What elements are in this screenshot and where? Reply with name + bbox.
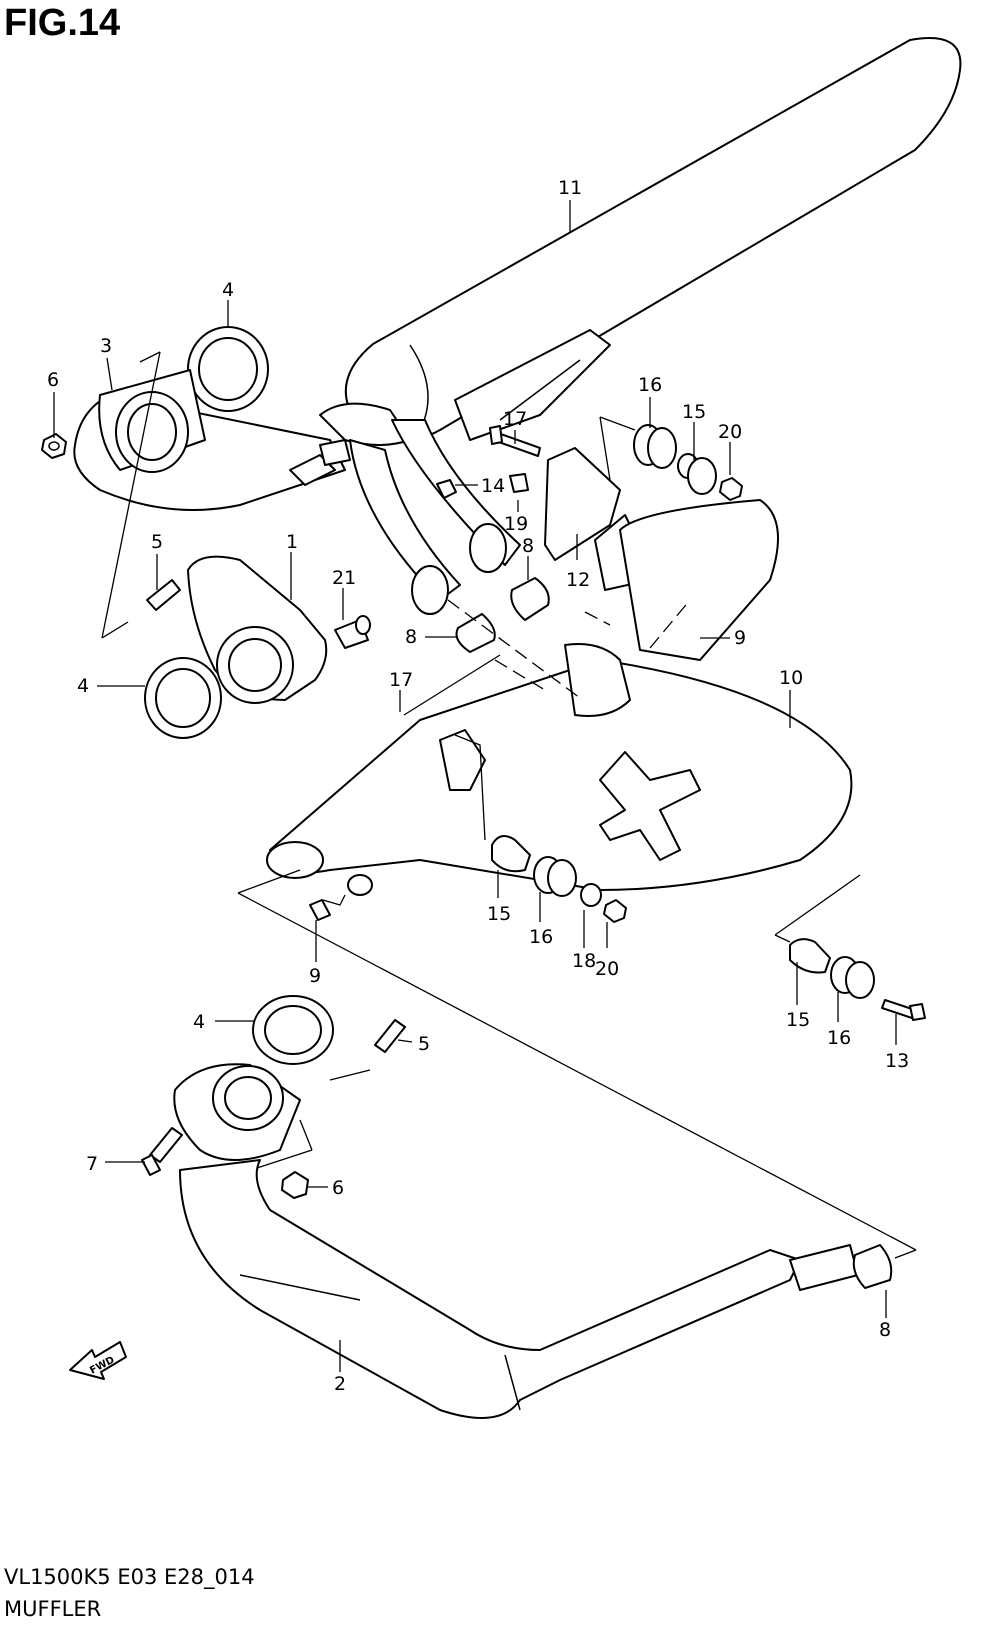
part-4-gasket-middle (144, 657, 222, 739)
part-10-lower-muffler (266, 499, 853, 896)
callout-15: 15 (487, 903, 511, 925)
reference-lines (101, 351, 917, 1259)
mount-rubbers-middle (309, 835, 627, 923)
mount-rubbers-lower (789, 938, 926, 1021)
callout-17: 17 (503, 408, 527, 430)
part-8-couplers (455, 577, 550, 653)
connecting-pipes (349, 419, 521, 615)
callout-8: 8 (522, 535, 534, 557)
callout-8: 8 (879, 1319, 891, 1341)
part-5-stud-lower (374, 1019, 406, 1053)
callout-1: 1 (286, 531, 298, 553)
callout-3: 3 (100, 335, 112, 357)
part-8-coupler-lower (852, 1244, 893, 1289)
callout-6: 6 (332, 1177, 344, 1199)
callout-15: 15 (786, 1009, 810, 1031)
callout-4: 4 (77, 675, 89, 697)
callout-20: 20 (595, 958, 619, 980)
part-2-front-muffler-pipe (173, 1063, 859, 1419)
part-7-bolt (141, 1127, 183, 1176)
callout-13: 13 (885, 1050, 909, 1072)
part-4-gasket-upper (187, 326, 269, 412)
callout-17: 17 (389, 669, 413, 691)
bolts-17-14-19 (436, 425, 541, 499)
callout-16: 16 (827, 1027, 851, 1049)
callout-16: 16 (638, 374, 662, 396)
callout-11: 11 (558, 177, 582, 199)
callout-4: 4 (193, 1011, 205, 1033)
part-21-bolt (334, 615, 371, 649)
callout-5: 5 (418, 1033, 430, 1055)
section-name: MUFFLER (4, 1597, 102, 1621)
figure-title: FIG.14 (4, 2, 121, 44)
callout-5: 5 (151, 531, 163, 553)
part-11-upper-muffler (319, 37, 962, 446)
callout-15: 15 (682, 401, 706, 423)
callout-19: 19 (504, 513, 528, 535)
fwd-arrow-icon: FWD (69, 1341, 127, 1380)
callout-9: 9 (734, 627, 746, 649)
model-code: VL1500K5 E03 E28_014 (4, 1565, 255, 1589)
part-1-front-exhaust-pipe (187, 555, 328, 704)
callout-21: 21 (332, 567, 356, 589)
callout-9: 9 (309, 965, 321, 987)
callout-18: 18 (572, 950, 596, 972)
callout-7: 7 (86, 1153, 98, 1175)
callout-20: 20 (718, 421, 742, 443)
callout-10: 10 (779, 667, 803, 689)
mount-rubbers-upper (633, 424, 743, 501)
callout-6: 6 (47, 369, 59, 391)
callout-16: 16 (529, 926, 553, 948)
callout-14: 14 (481, 475, 505, 497)
callout-numbers: 11 4 3 6 16 15 20 17 14 19 8 12 5 1 21 8… (47, 177, 909, 1395)
callout-8: 8 (405, 626, 417, 648)
callout-12: 12 (566, 569, 590, 591)
part-5-stud-upper (146, 579, 181, 611)
callout-2: 2 (334, 1373, 346, 1395)
part-3-rear-exhaust-pipe (73, 369, 351, 511)
part-6-nut-upper (41, 433, 67, 459)
part-4-gasket-lower (252, 995, 334, 1065)
leader-lines (53, 200, 897, 1372)
callout-4: 4 (222, 279, 234, 301)
part-6-nut-lower (281, 1171, 309, 1199)
